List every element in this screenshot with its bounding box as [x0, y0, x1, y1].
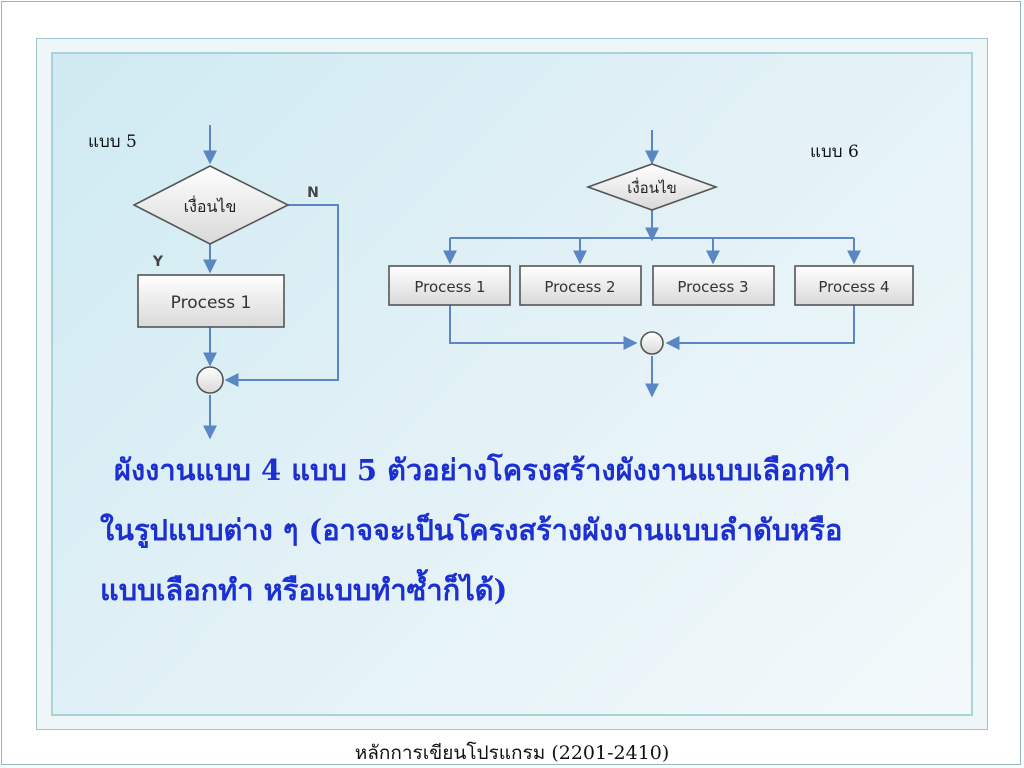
decision-diamond-6: [585, 163, 719, 211]
connector-merge-right: [665, 305, 855, 350]
diagram-5: [203, 125, 339, 440]
diagram-6: [443, 130, 861, 398]
yes-label: Y: [152, 254, 164, 270]
process-label-6-4: Process 4: [818, 278, 889, 296]
process-label-6-3: Process 3: [677, 278, 748, 296]
connector-merge-left: [449, 305, 638, 350]
decision-label-5: เงื่อนไข: [184, 195, 237, 216]
process-box-6-4: [794, 265, 914, 306]
decision-label-6: เงื่อนไข: [627, 177, 677, 197]
label-pattern-5: แบบ 5: [88, 132, 137, 152]
connector-no: [224, 204, 339, 387]
process-box-6-1: [388, 265, 511, 306]
process-label-6-2: Process 2: [544, 278, 615, 296]
no-label: N: [307, 185, 319, 201]
caption-text: ผังงานแบบ 4 แบบ 5 ตัวอย่างโครงสร้างผังงา…: [100, 440, 940, 620]
decision-diamond-5: [132, 165, 290, 245]
process-box-6-3: [652, 265, 775, 306]
caption-line-3: แบบเลือกทำ หรือแบบทำซ้ำก็ได้): [100, 573, 508, 607]
caption-line-2: ในรูปแบบต่าง ๆ (อาจจะเป็นโครงสร้างผังงาน…: [100, 513, 843, 547]
process-label-6-1: Process 1: [414, 278, 485, 296]
join-circle-5: [196, 366, 224, 394]
footer-course-title: หลักการเขียนโปรแกรม (2201-2410): [354, 742, 670, 764]
label-pattern-6: แบบ 6: [810, 142, 859, 162]
caption-line-1: ผังงานแบบ 4 แบบ 5 ตัวอย่างโครงสร้างผังงา…: [114, 453, 851, 487]
join-circle-6: [640, 331, 664, 355]
process-box-6-2: [519, 265, 642, 306]
process-label-5: Process 1: [171, 293, 252, 313]
process-box-5: [137, 274, 285, 328]
